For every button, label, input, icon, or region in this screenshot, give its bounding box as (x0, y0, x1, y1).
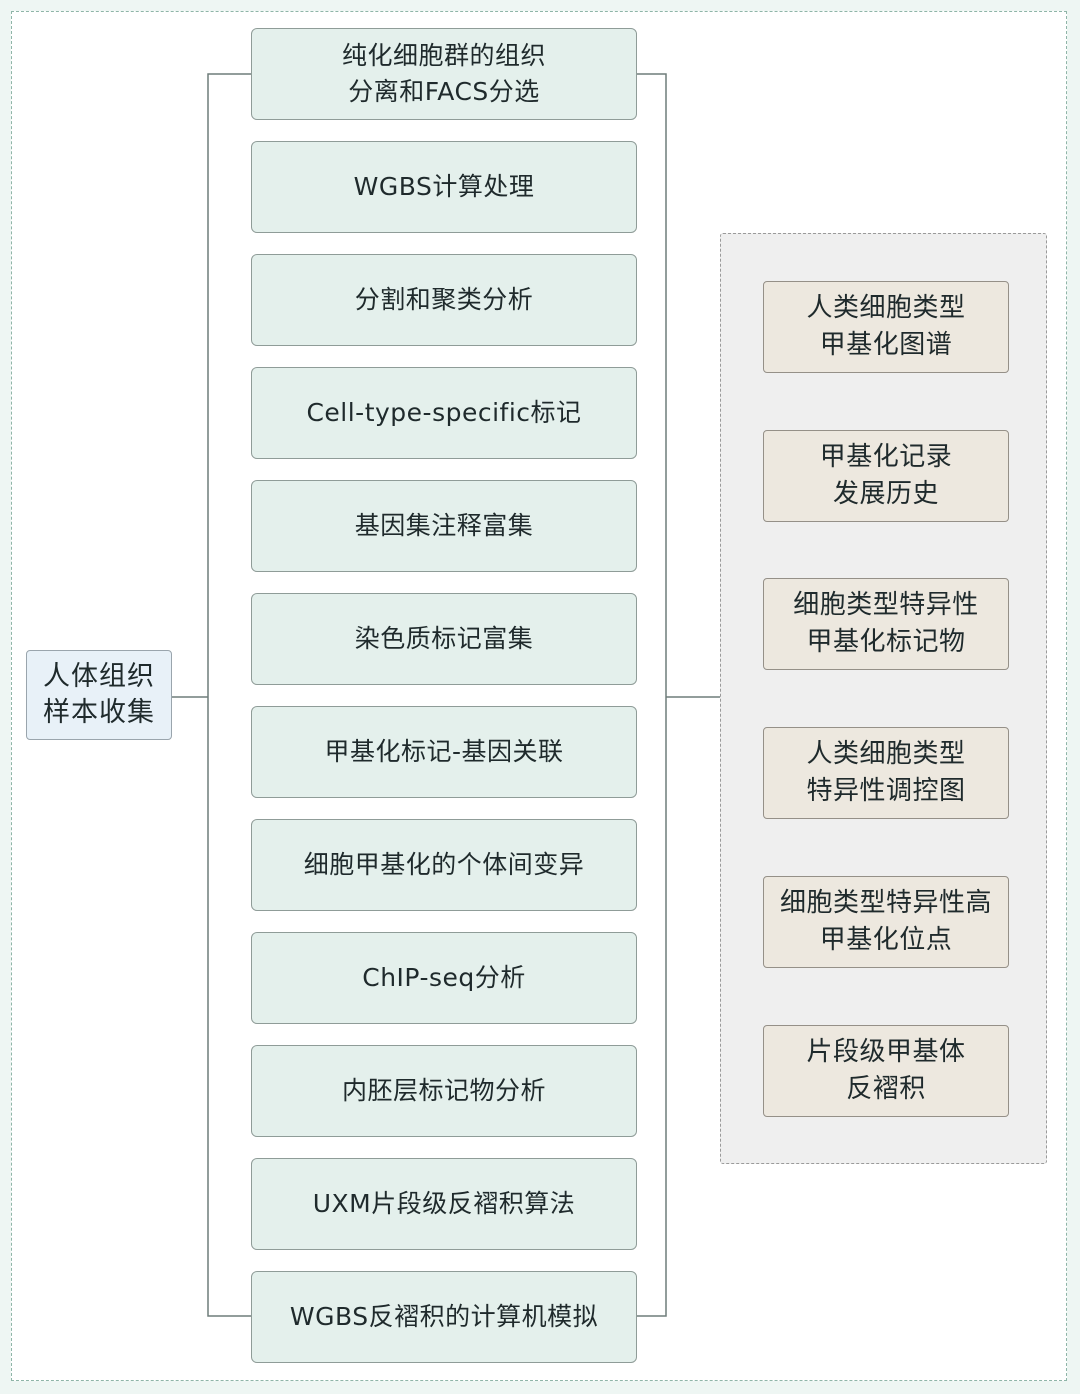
root-node-sample-collection: 人体组织 样本收集 (26, 650, 172, 740)
step-label: Cell-type-specific标记 (306, 398, 582, 427)
step-label: ChIP-seq分析 (362, 963, 526, 992)
step-node-wgbs-simulation: WGBS反褶积的计算机模拟 (251, 1271, 637, 1363)
outputs-panel (720, 233, 1047, 1164)
output-label: 人类细胞类型 特异性调控图 (806, 739, 966, 806)
output-label: 细胞类型特异性 甲基化标记物 (793, 590, 979, 657)
step-node-segmentation-clustering: 分割和聚类分析 (251, 254, 637, 346)
step-label: 内胚层标记物分析 (341, 1076, 546, 1105)
output-node-regulatory-map: 人类细胞类型 特异性调控图 (763, 727, 1009, 819)
step-node-cell-type-markers: Cell-type-specific标记 (251, 367, 637, 459)
step-node-wgbs-processing: WGBS计算处理 (251, 141, 637, 233)
output-label: 甲基化记录 发展历史 (819, 442, 953, 509)
step-node-marker-gene-association: 甲基化标记-基因关联 (251, 706, 637, 798)
output-label: 片段级甲基体 反褶积 (806, 1037, 966, 1104)
step-node-tissue-sorting: 纯化细胞群的组织 分离和FACS分选 (251, 28, 637, 120)
step-node-inter-individual-variation: 细胞甲基化的个体间变异 (251, 819, 637, 911)
step-label: UXM片段级反褶积算法 (312, 1189, 576, 1218)
step-node-uxm-deconvolution: UXM片段级反褶积算法 (251, 1158, 637, 1250)
step-label: 纯化细胞群的组织 分离和FACS分选 (341, 41, 546, 106)
output-node-developmental-history: 甲基化记录 发展历史 (763, 430, 1009, 522)
output-node-hypermethylated-sites: 细胞类型特异性高 甲基化位点 (763, 876, 1009, 968)
step-label: 基因集注释富集 (354, 511, 534, 540)
step-node-chromatin-enrichment: 染色质标记富集 (251, 593, 637, 685)
output-node-fragment-deconvolution: 片段级甲基体 反褶积 (763, 1025, 1009, 1117)
output-node-methylation-atlas: 人类细胞类型 甲基化图谱 (763, 281, 1009, 373)
step-label: WGBS反褶积的计算机模拟 (289, 1302, 599, 1331)
output-label: 人类细胞类型 甲基化图谱 (806, 293, 966, 360)
step-label: 分割和聚类分析 (354, 285, 534, 314)
output-node-specific-markers: 细胞类型特异性 甲基化标记物 (763, 578, 1009, 670)
step-label: 染色质标记富集 (354, 624, 534, 653)
step-label: WGBS计算处理 (353, 172, 535, 201)
output-label: 细胞类型特异性高 甲基化位点 (779, 888, 992, 955)
step-node-chip-seq: ChIP-seq分析 (251, 932, 637, 1024)
step-node-gene-set-enrichment: 基因集注释富集 (251, 480, 637, 572)
step-node-endoderm-markers: 内胚层标记物分析 (251, 1045, 637, 1137)
step-label: 细胞甲基化的个体间变异 (303, 850, 585, 879)
root-node-label: 人体组织 样本收集 (43, 661, 155, 728)
step-label: 甲基化标记-基因关联 (324, 737, 564, 766)
